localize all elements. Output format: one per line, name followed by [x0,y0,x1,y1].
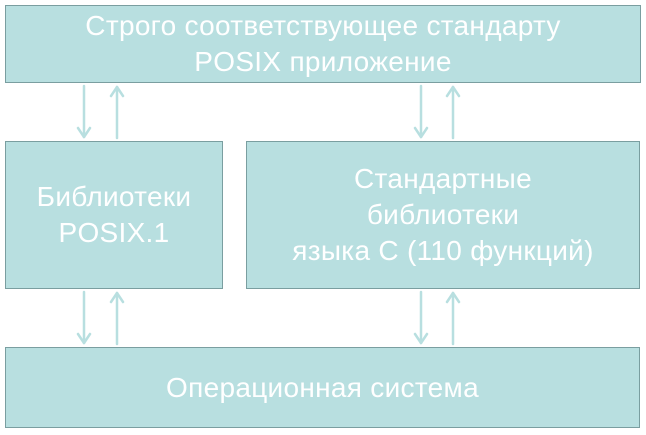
posix-libraries-label-line2: POSIX.1 [58,217,170,248]
arrow-c-libs-to-app [445,85,461,140]
c-standard-libraries-label-line3: языка C (110 функций) [292,235,594,266]
arrow-os-to-c-libs [445,291,461,346]
operating-system-block: Операционная система [5,347,640,428]
operating-system-label-line1: Операционная система [166,371,479,403]
c-standard-libraries-label-line2: библиотеки [366,199,520,230]
operating-system-label: Операционная система [166,370,479,406]
arrow-app-to-c-libs [413,84,429,139]
c-standard-libraries-label-line1: Стандартные [354,163,532,194]
arrow-posix-libs-to-app [109,85,125,140]
posix-libraries-label-line1: Библиотеки [36,181,192,212]
arrow-os-to-posix-libs [109,291,125,346]
arrow-posix-libs-to-os [76,290,92,345]
posix-libraries-block: Библиотеки POSIX.1 [5,141,223,289]
arrow-app-to-posix-libs [76,84,92,139]
arrow-c-libs-to-os [413,290,429,345]
posix-application-block: Строго соответствующее стандарту POSIX п… [5,5,641,83]
posix-application-label-line2: POSIX приложение [194,46,452,77]
c-standard-libraries-block: Стандартные библиотеки языка C (110 функ… [246,141,640,289]
posix-libraries-label: Библиотеки POSIX.1 [37,179,192,251]
c-standard-libraries-label: Стандартные библиотеки языка C (110 функ… [292,161,593,269]
posix-application-label-line1: Строго соответствующее стандарту [85,10,561,41]
posix-application-label: Строго соответствующее стандарту POSIX п… [85,8,560,80]
